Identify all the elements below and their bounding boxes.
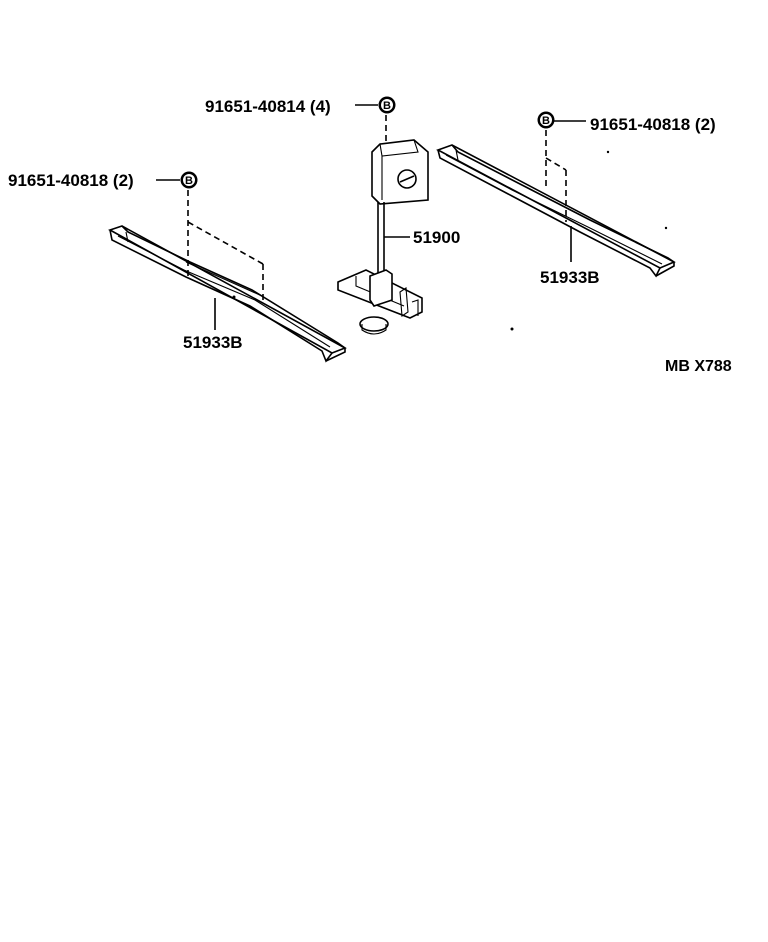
left-bolt-dashes [187,190,264,300]
right-bolt-dashes [545,130,567,222]
label-bracket-left: 51933B [183,333,243,352]
label-bolt-left: 91651-40818 (2) [8,171,134,190]
figure-code: MB X788 [665,358,732,375]
bolt-marker-right: B [537,111,586,129]
right-bracket-rail [436,144,676,331]
label-carrier: 51900 [413,228,460,247]
bolt-marker-top: B [355,96,396,114]
label-bracket-right: 51933B [540,268,600,287]
carrier-assembly [337,115,429,335]
bolt-b-icon: B [185,175,193,187]
bolt-marker-left: B [156,171,198,189]
left-bracket-rail [108,225,347,363]
bolt-b-icon: B [542,115,550,127]
label-bolt-right: 91651-40818 (2) [590,115,716,134]
bolt-b-icon: B [383,100,391,112]
label-bolt-top: 91651-40814 (4) [205,97,331,116]
